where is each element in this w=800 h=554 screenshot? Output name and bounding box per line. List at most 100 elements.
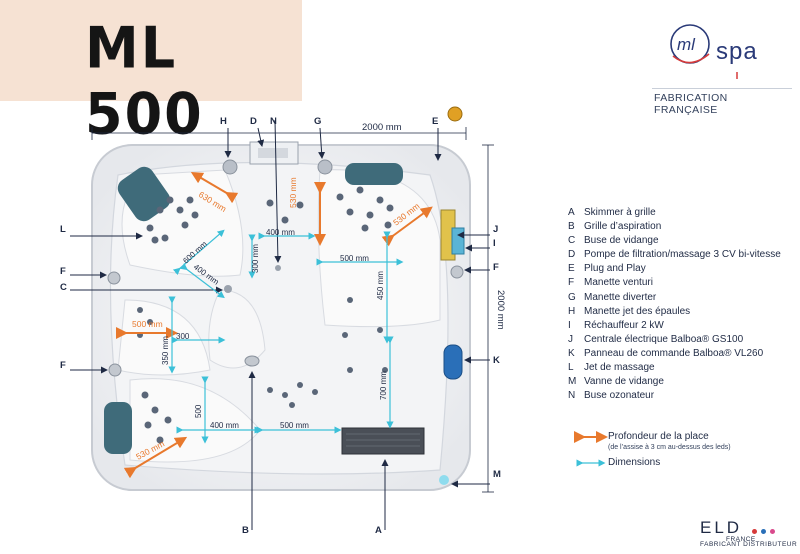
legend-item: J Centrale électrique Balboa® GS100 xyxy=(568,333,796,347)
legend-key: H xyxy=(568,305,576,317)
callout-D: D xyxy=(250,116,257,127)
drain-valve-icon xyxy=(439,475,449,485)
legend-label: Skimmer à grille xyxy=(584,207,656,218)
brand-dot xyxy=(761,529,766,534)
legend-item: E Plug and Play xyxy=(568,262,796,276)
dim-label-400c: 400 mm xyxy=(210,421,239,430)
legend-label: Plug and Play xyxy=(584,263,646,275)
depth-arrow-legend: Profondeur de la place (de l’assise à 3 … xyxy=(608,431,731,451)
mlspa-logo-icon: ml xyxy=(670,24,738,79)
legend-label: Centrale électrique Balboa® GS100 xyxy=(584,333,744,345)
callout-I: I xyxy=(493,238,496,249)
legend-key: A xyxy=(568,207,575,218)
venturi-valve-icon xyxy=(108,363,122,377)
legend-label: Buse ozonateur xyxy=(584,390,655,402)
legend-label: Buse de vidange xyxy=(584,235,659,247)
callout-F: F xyxy=(60,266,66,277)
legend-key: I xyxy=(568,319,571,331)
callout-H: H xyxy=(220,116,227,127)
headrest xyxy=(104,402,132,454)
depth-legend-label: Profondeur de la place xyxy=(608,431,709,442)
brand-dot xyxy=(752,529,757,534)
dim-label-450: 450 mm xyxy=(376,271,385,300)
legend-key: K xyxy=(568,347,575,359)
venturi-valve-icon xyxy=(450,265,464,279)
heater-icon xyxy=(451,227,465,255)
venturi-valve-icon xyxy=(107,271,121,285)
callout-M: M xyxy=(493,469,501,480)
legend-item: I Réchauffeur 2 kW xyxy=(568,319,796,333)
diverter-valve-icon xyxy=(317,159,333,175)
distributor-country: FRANCE xyxy=(726,536,756,543)
dimension-legend-label: Dimensions xyxy=(608,457,661,468)
logo-mark: ml xyxy=(677,35,696,54)
callout-B: B xyxy=(242,525,249,536)
dimension-arrow-legend: Dimensions xyxy=(608,457,660,468)
legend-label: Manette venturi xyxy=(584,277,653,289)
logo-word: spa xyxy=(716,38,758,65)
legend-key: L xyxy=(568,362,574,374)
legend-label: Manette diverter xyxy=(584,291,657,303)
depth-label-500: 500 mm xyxy=(132,319,163,329)
legend-label: Réchauffeur 2 kW xyxy=(584,319,664,331)
distributor-logo: ELD FRANCE FABRICANT DISTRIBUTEUR xyxy=(700,518,797,548)
legend-key: B xyxy=(568,221,575,233)
dim-label-300a: 300 mm xyxy=(251,244,260,273)
diverter-valve-icon xyxy=(222,159,238,175)
tagline: FABRICATION FRANÇAISE xyxy=(654,92,728,116)
control-panel-icon xyxy=(443,344,463,380)
legend-key: N xyxy=(568,390,576,402)
height-label: 2000 mm xyxy=(495,290,506,330)
legend-key: C xyxy=(568,235,576,247)
drain-icon xyxy=(224,285,232,293)
legend-label: Grille d’aspiration xyxy=(584,221,662,233)
headrest xyxy=(117,166,171,222)
legend-item: D Pompe de filtration/massage 3 CV bi-vit… xyxy=(568,248,796,262)
ozonator-icon xyxy=(275,265,281,271)
width-label: 2000 mm xyxy=(362,122,402,133)
callout-N: N xyxy=(270,116,277,127)
brand-dot xyxy=(770,529,775,534)
legend-item: H Manette jet des épaules xyxy=(568,305,796,319)
legend-item: F Manette venturi xyxy=(568,276,796,290)
distributor-name: ELD xyxy=(700,518,743,537)
callout-G: G xyxy=(314,116,321,127)
callout-E: E xyxy=(432,116,438,127)
legend-key: D xyxy=(568,249,576,261)
distributor-role: FABRICANT DISTRIBUTEUR xyxy=(700,541,798,548)
callout-K: K xyxy=(493,355,500,366)
legend-key: E xyxy=(568,263,575,275)
dim-label-400a: 400 mm xyxy=(266,228,295,237)
skimmer-icon xyxy=(341,427,425,455)
tagline-divider xyxy=(652,88,792,89)
callout-F: F xyxy=(493,262,499,273)
legend-key: M xyxy=(568,376,577,388)
dim-label-300b: 300 xyxy=(176,332,190,341)
legend-item: N Buse ozonateur xyxy=(568,389,796,403)
dim-label-500b: 500 xyxy=(194,404,203,418)
legend-label: Manette jet des épaules xyxy=(584,305,691,317)
legend-key: F xyxy=(568,277,575,289)
dim-label-700: 700 mm xyxy=(379,371,388,400)
suction-grill-icon xyxy=(244,355,260,367)
dim-label-500a: 500 mm xyxy=(340,254,369,263)
legend-label: Panneau de commande Balboa® VL260 xyxy=(584,347,764,359)
dim-label-350: 350 mm xyxy=(161,336,170,365)
depth-label-530a: 530 mm xyxy=(288,177,298,208)
headrest xyxy=(345,163,403,185)
callout-J: J xyxy=(493,224,498,235)
callout-A: A xyxy=(375,525,382,536)
legend-key: J xyxy=(568,333,573,345)
callout-F: F xyxy=(60,360,66,371)
title-banner: ML 500 xyxy=(0,0,302,147)
legend-label: Pompe de filtration/massage 3 CV bi-vite… xyxy=(584,249,781,261)
callout-C: C xyxy=(60,282,67,293)
legend-item: K Panneau de commande Balboa® VL260 xyxy=(568,347,796,361)
depth-legend-note: (de l’assise à 3 cm au-dessus des leds) xyxy=(608,444,731,451)
legend-item: C Buse de vidange xyxy=(568,234,796,248)
